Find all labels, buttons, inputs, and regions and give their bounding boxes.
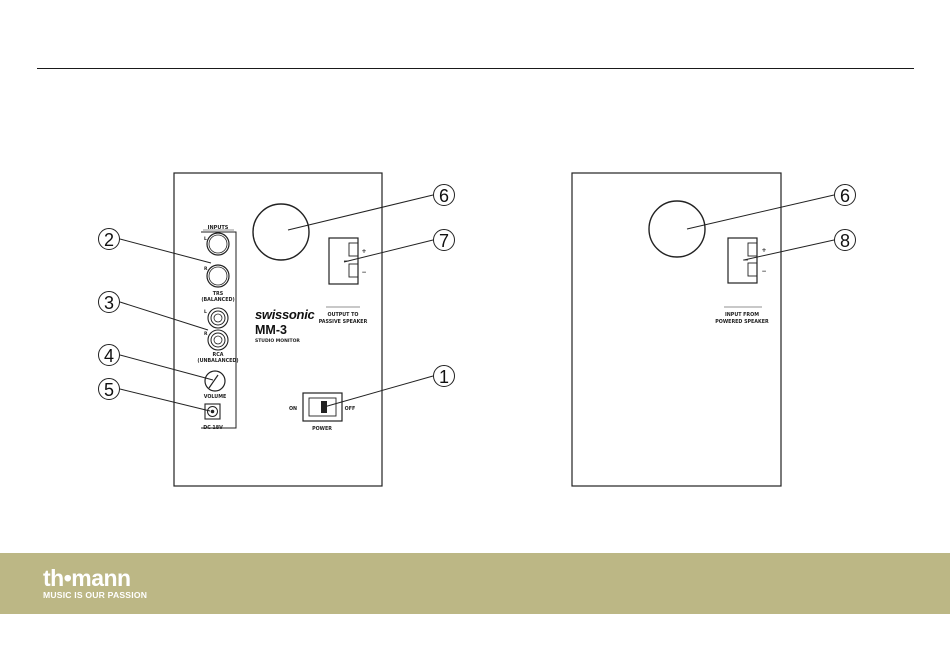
- callout-8: 8: [744, 230, 856, 261]
- input-minus-label: −: [761, 268, 766, 275]
- model-subtitle: STUDIO MONITOR: [255, 338, 300, 344]
- svg-text:7: 7: [439, 231, 449, 251]
- callout-6-left: 6: [288, 185, 455, 231]
- dc-input-label: DC 18V: [203, 425, 223, 431]
- rca-unbalanced-label: (UNBALANCED): [197, 358, 238, 364]
- input-label-line1: INPUT FROM: [725, 312, 759, 318]
- callout-7: 7: [344, 230, 455, 263]
- svg-text:3: 3: [104, 293, 114, 313]
- callout-3: 3: [99, 292, 209, 331]
- svg-text:2: 2: [104, 230, 114, 250]
- power-off-label: OFF: [345, 406, 356, 412]
- svg-text:6: 6: [439, 186, 449, 206]
- bass-port: [253, 204, 309, 260]
- trs-left-label: L: [204, 236, 207, 242]
- output-minus-label: −: [361, 269, 366, 276]
- callout-2: 2: [99, 229, 212, 264]
- output-plus-label: +: [361, 248, 366, 255]
- rca-label: RCA: [213, 352, 224, 358]
- svg-text:8: 8: [840, 231, 850, 251]
- model-name: MM-3: [255, 323, 287, 337]
- speaker-input-terminal: [728, 238, 757, 283]
- speaker-output-terminal: [329, 238, 358, 284]
- brand-logo: swissonic: [255, 307, 316, 322]
- output-label-line1: OUTPUT TO: [328, 312, 359, 318]
- rca-left-label: L: [204, 309, 207, 315]
- power-on-label: ON: [289, 406, 297, 412]
- rca-jack-right: [208, 330, 228, 350]
- bass-port: [649, 201, 705, 257]
- callout-1: 1: [324, 366, 455, 408]
- logo-wordmark: th•mann: [43, 567, 147, 589]
- power-label: POWER: [312, 426, 332, 432]
- volume-knob: [205, 371, 225, 391]
- trs-label: TRS: [213, 291, 224, 297]
- thomann-logo: th•mann MUSIC IS OUR PASSION: [43, 567, 147, 601]
- dc-input-socket: [205, 404, 220, 419]
- svg-text:1: 1: [439, 367, 449, 387]
- rca-jack-left: [208, 308, 228, 328]
- trs-balanced-label: (BALANCED): [201, 297, 234, 303]
- callout-5: 5: [99, 379, 211, 412]
- panel-outline: [572, 173, 781, 486]
- power-switch: [303, 393, 342, 421]
- callout-4: 4: [99, 345, 214, 381]
- volume-label: VOLUME: [204, 394, 227, 400]
- svg-text:6: 6: [840, 186, 850, 206]
- inputs-label: INPUTS: [208, 225, 229, 231]
- svg-text:4: 4: [104, 346, 114, 366]
- callout-6-right: 6: [687, 185, 856, 230]
- rca-right-label: R: [204, 331, 208, 337]
- output-label-line2: PASSIVE SPEAKER: [319, 319, 368, 325]
- input-plus-label: +: [761, 247, 766, 254]
- trs-jack-left: [207, 233, 229, 255]
- input-label-line2: POWERED SPEAKER: [715, 319, 769, 325]
- svg-text:5: 5: [104, 380, 114, 400]
- passive-speaker-panel: + − INPUT FROM POWERED SPEAKER: [572, 173, 781, 486]
- logo-tagline: MUSIC IS OUR PASSION: [43, 589, 147, 601]
- trs-right-label: R: [204, 266, 208, 272]
- trs-jack-right: [207, 265, 229, 287]
